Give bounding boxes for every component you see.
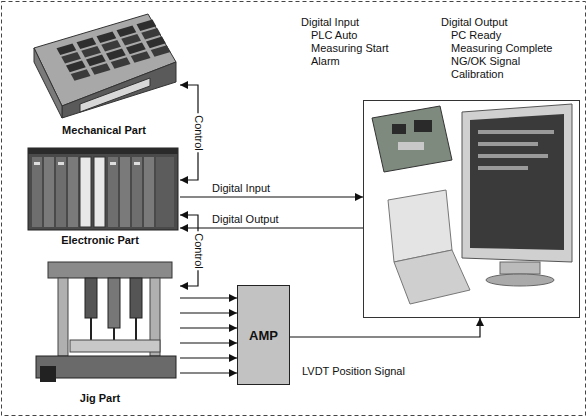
amplifier-box: AMP [237, 285, 290, 385]
pc-illustration [372, 104, 572, 304]
signal-connector [180, 312, 237, 313]
plc-illustration [108, 157, 118, 227]
mechanical-illustration [71, 69, 91, 81]
signal-connector [180, 342, 237, 343]
signal-connector [290, 318, 480, 337]
plc-illustration [28, 148, 178, 230]
connector-label: Control [192, 113, 205, 152]
mechanical-illustration [111, 57, 131, 69]
signal-connector [180, 215, 198, 286]
plc-illustration [144, 157, 154, 227]
signal-heading: Digital Output [441, 16, 508, 29]
jig-illustration [130, 278, 142, 318]
plc-illustration [132, 157, 142, 227]
signal-connector [180, 196, 363, 197]
signal-name: Measuring Start [311, 42, 389, 55]
plc-illustration [58, 162, 64, 165]
signal-name: Calibration [451, 68, 504, 81]
connector-label: LVDT Position Signal [300, 365, 407, 378]
pc-illustration [372, 106, 452, 172]
part-label: Jig Part [20, 392, 180, 405]
connector-label: Digital Input [210, 182, 272, 195]
plc-illustration [34, 162, 40, 165]
signal-heading: Digital Input [301, 16, 359, 29]
pc-illustration [394, 250, 470, 304]
mechanical-illustration [57, 19, 171, 80]
signal-connector [180, 227, 363, 228]
pc-box: Digital InputPLC AutoMeasuring StartAlar… [363, 100, 580, 318]
pc-illustration [392, 124, 406, 134]
mechanical-illustration [34, 48, 62, 118]
pc-illustration [478, 142, 538, 146]
part-label: Mechanical Part [28, 124, 180, 137]
signal-connector [180, 297, 237, 298]
signal-name: NG/OK Signal [451, 55, 520, 68]
pc-illustration [478, 130, 554, 134]
connector-label: Digital Output [210, 213, 281, 226]
plc-illustration [120, 157, 130, 227]
mechanical-illustration [131, 51, 151, 63]
plc-illustration [32, 157, 42, 227]
jig-illustration [90, 318, 92, 340]
mechanical-illustration [91, 63, 111, 75]
pc-illustration [388, 190, 452, 262]
pc-illustration [500, 262, 540, 274]
signal-name: Measuring Complete [451, 42, 553, 55]
jig-illustration [113, 328, 115, 340]
signal-connector [180, 357, 237, 358]
part-node: Mechanical Part [28, 8, 180, 138]
part-node: Electronic Part [20, 140, 180, 248]
pc-illustration [478, 166, 528, 170]
jig-illustration [85, 278, 97, 318]
plc-illustration [80, 157, 91, 227]
signal-name: Alarm [311, 55, 340, 68]
jig-illustration [70, 340, 160, 352]
jig-illustration [58, 278, 68, 356]
jig-illustration [36, 356, 176, 378]
part-label: Electronic Part [20, 234, 180, 247]
plc-illustration [28, 148, 178, 230]
signal-connector [180, 327, 237, 328]
jig-illustration [48, 262, 172, 278]
amp-label: AMP [249, 328, 278, 343]
pc-illustration [486, 274, 554, 286]
jig-illustration [36, 262, 176, 382]
mechanical-illustration [151, 45, 171, 57]
pc-illustration [478, 154, 548, 158]
pc-illustration [462, 104, 572, 262]
plc-illustration [44, 157, 54, 227]
mechanical-illustration [34, 14, 176, 118]
plc-illustration [110, 162, 116, 165]
plc-illustration [94, 157, 105, 227]
part-node: Jig Part [20, 256, 180, 406]
signal-connector [180, 85, 198, 180]
pc-illustration [470, 114, 564, 250]
connector-label: Control [192, 231, 205, 270]
pc-illustration [398, 142, 424, 150]
mechanical-illustration [80, 78, 150, 112]
signal-connector [180, 372, 237, 373]
signal-name: PC Ready [451, 29, 501, 42]
signal-name: PLC Auto [311, 29, 357, 42]
mechanical-illustration [62, 62, 176, 118]
plc-illustration [134, 162, 140, 165]
jig-illustration [40, 366, 56, 382]
plc-illustration [56, 157, 66, 227]
plc-illustration [68, 157, 78, 227]
jig-illustration [108, 278, 120, 328]
plc-illustration [156, 157, 174, 227]
pc-illustration [414, 120, 432, 132]
plc-illustration [28, 148, 178, 154]
jig-illustration [135, 318, 137, 340]
